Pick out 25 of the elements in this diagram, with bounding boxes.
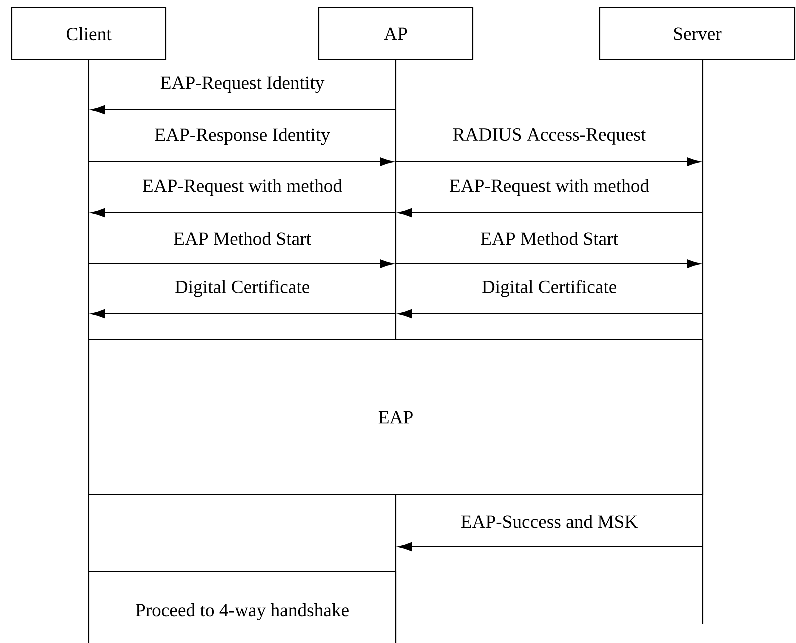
edge-label: EAP-Response Identity	[153, 126, 332, 146]
process-box: EAP	[88, 339, 704, 496]
edge-label: Digital Certificate	[174, 278, 312, 299]
edge-label: RADIUS Access-Request	[451, 127, 648, 146]
message-arrow	[91, 310, 396, 318]
edge-label: EAP Method Start	[479, 230, 620, 247]
message-arrow	[91, 106, 396, 114]
participant-box: Client	[11, 7, 167, 61]
edge-label: EAP-Success and MSK	[460, 514, 640, 530]
edge-label: EAP-Request with method	[448, 178, 651, 198]
message-arrow	[91, 208, 396, 218]
message-arrow	[398, 208, 703, 218]
message-arrow	[396, 260, 701, 268]
edge-label: Digital Certificate	[480, 278, 618, 299]
edge-label: EAP-Request with method	[141, 178, 344, 198]
message-arrow	[398, 310, 703, 318]
edge-label: EAP-Request Identity	[159, 74, 326, 94]
participant-box: Server	[599, 7, 796, 61]
participant-box: AP	[318, 7, 474, 61]
edge-label: EAP Method Start	[172, 230, 313, 247]
message-arrow	[89, 158, 394, 166]
message-arrow	[396, 158, 701, 166]
message-arrow	[89, 260, 394, 268]
message-arrow	[398, 542, 703, 552]
process-box: Proceed to 4-way handshake	[88, 571, 397, 643]
